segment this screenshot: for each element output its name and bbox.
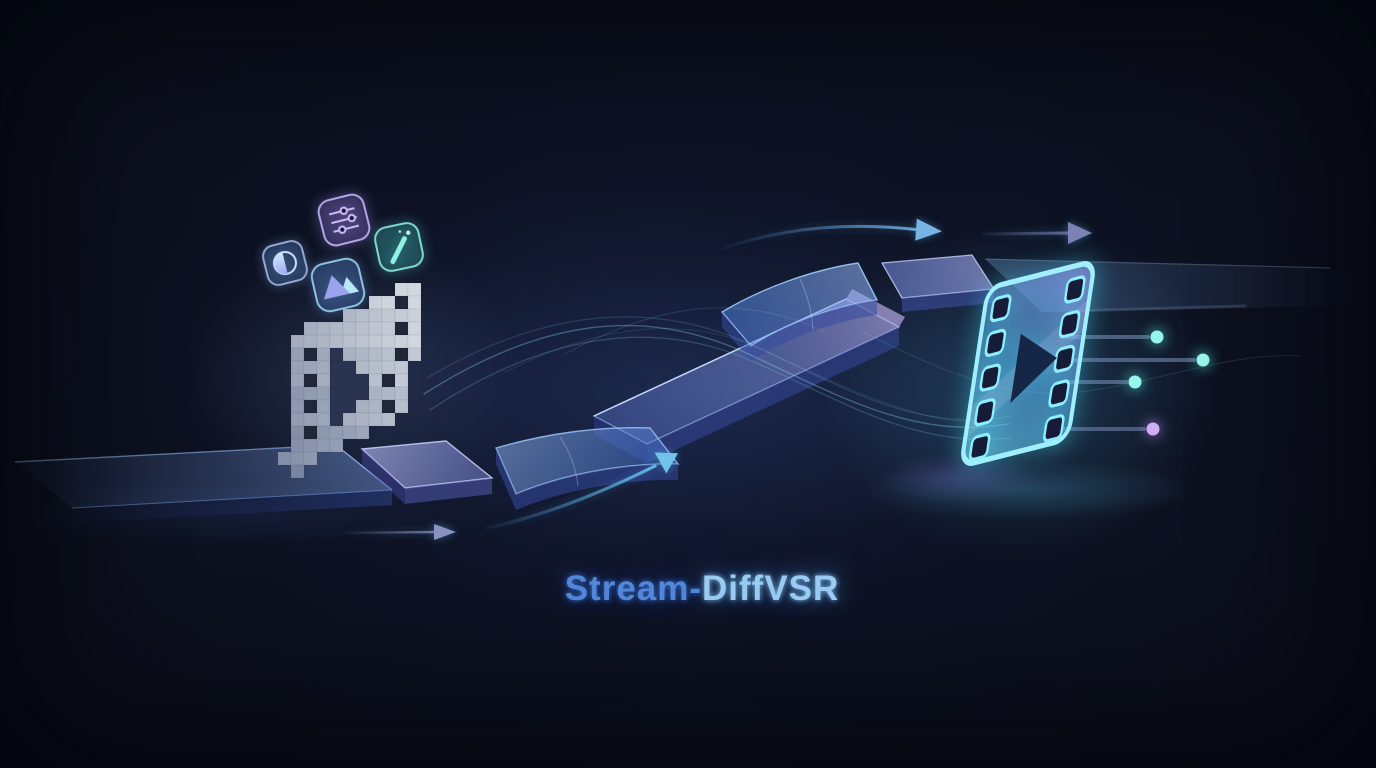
film-holes-right xyxy=(1043,275,1086,443)
ribbon-tile-flat xyxy=(360,440,494,504)
tool-icons xyxy=(262,193,424,313)
flow-arrow-bottom-icon xyxy=(338,524,456,540)
film-holes-left xyxy=(968,294,1012,461)
flow-arrow-top-straight-icon xyxy=(980,222,1092,244)
signal-dot-icon xyxy=(1128,375,1142,389)
sliders-icon xyxy=(317,193,371,247)
signal-dot-icon xyxy=(1196,353,1210,367)
image-icon xyxy=(310,257,366,313)
play-icon xyxy=(1010,333,1057,404)
ribbon-tile-curve-high xyxy=(720,262,879,361)
signal-waves xyxy=(423,307,1301,440)
app-title: Stream-DiffVSR xyxy=(565,569,840,609)
hd-video-icon xyxy=(961,261,1095,466)
flow-arrow-top-curved-icon xyxy=(714,218,942,253)
title-part-2: DiffVSR xyxy=(702,569,840,608)
ribbon-tile-top xyxy=(880,254,996,312)
contrast-icon xyxy=(262,240,308,286)
signal-dot-icon xyxy=(1146,422,1160,436)
pixelated-video-icon xyxy=(277,282,422,479)
flow-arrow-mid-curved-icon xyxy=(485,452,678,530)
title-part-1: Stream- xyxy=(564,569,703,608)
flow-arrows xyxy=(338,218,1092,540)
signal-dot-icon xyxy=(1150,330,1164,344)
magic-wand-icon xyxy=(374,222,424,272)
